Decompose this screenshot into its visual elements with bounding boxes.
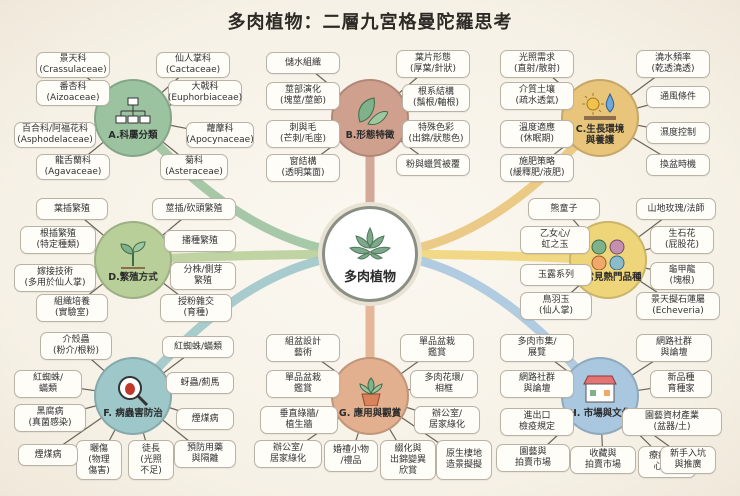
leaf-node: 龜甲龍 (塊根) [650, 262, 714, 290]
category-label: A.科屬分類 [108, 129, 158, 141]
leaf-node: 光照需求 (直射/散射) [500, 50, 574, 78]
leaf-node: 園藝資材產業 (盆器/土) [622, 408, 722, 436]
category-label: E.常見熱門品種 [574, 271, 642, 283]
category-label: F. 病蟲害防治 [103, 407, 163, 419]
leaf-node: 蘿藦科 (Apocynaceae) [186, 122, 254, 148]
leaf-node: 婚禮小物 /禮品 [324, 440, 378, 472]
leaf-node: 組織培養 (實驗室) [36, 294, 108, 322]
page-title: 多肉植物：二層九宮格曼陀羅思考 [227, 12, 513, 33]
potted-succulent-icon [359, 376, 383, 406]
leaf-node: 徒長 (光照 不足) [128, 440, 174, 480]
leaf-node: 新手入坑 與推廣 [660, 446, 716, 474]
sprout-icon [120, 240, 146, 269]
leaf-node: 粉與蠟質被覆 [396, 154, 470, 176]
leaf-node: 網路社群 與論壇 [500, 370, 574, 398]
category-f: F. 病蟲害防治 [94, 357, 172, 435]
leaf-node: 介殼蟲 (粉介/根粉) [40, 332, 112, 360]
category-label: H. 市場與文化 [568, 407, 632, 419]
category-label: G. 應用與觀賞 [338, 407, 402, 419]
sun-water-icon [582, 92, 616, 120]
category-c: C.生長環境 與養護 [561, 79, 639, 157]
leaf-node: 菊科 (Asteraceae) [160, 154, 228, 180]
leaf-node: 多肉市集/ 展覽 [500, 334, 574, 362]
leaf-node: 濕度控制 [646, 122, 710, 144]
leaf-node: 紅蜘蛛/ 蟎類 [14, 370, 82, 398]
leaf-node: 大戟科 (Euphorbiaceae) [168, 80, 242, 106]
leaf-node: 龍舌蘭科 (Agavaceae) [36, 154, 110, 180]
leaf-node: 窗結構 (透明葉面) [266, 154, 340, 182]
category-b: B.形態特徵 [331, 79, 409, 157]
center-node: 多肉植物 [322, 206, 418, 302]
leaf-node: 特殊色彩 (出錦/狀態色) [402, 120, 470, 148]
leaf-node: 黑腐病 (真菌感染) [14, 404, 86, 432]
leaf-node: 景天擬石蓮屬 (Echeveria) [636, 292, 720, 320]
leaf-node: 溫度適應 (休眠期) [500, 120, 574, 148]
bug-magnifier-icon [118, 375, 149, 406]
leaf-node: 山地玫瑰/法師 [636, 198, 716, 220]
leaf-node: 儲水組織 [266, 52, 340, 74]
leaf-node: 番杏科 (Aizoaceae) [36, 80, 110, 106]
center-label: 多肉植物 [343, 269, 396, 285]
leaf-node: 景天科 (Crassulaceae) [36, 52, 110, 78]
leaf-node: 網路社群 與論壇 [636, 334, 712, 362]
leaf-node: 百合科/阿福花科 (Asphodelaceae) [14, 122, 96, 148]
category-g: G. 應用與觀賞 [331, 357, 409, 435]
category-label: B.形態特徵 [345, 129, 395, 141]
leaf-node: 葉插繁殖 [36, 198, 108, 220]
leaf-node: 多肉花環/ 相框 [410, 370, 478, 398]
leaf-node: 播種繁殖 [164, 230, 236, 252]
leaf-node: 園藝與 拍賣市場 [496, 444, 570, 472]
leaf-node: 莖插/砍頭繁殖 [152, 198, 236, 220]
leaf-node: 乙女心/ 虹之玉 [520, 226, 590, 254]
leaf-node: 辦公室/ 居家綠化 [414, 406, 480, 434]
leaf-node: 分株/側芽 繁殖 [170, 262, 236, 290]
leaf-node: 施肥策略 (緩釋肥/液肥) [500, 154, 574, 182]
leaf-node: 生石花 (屁股花) [650, 226, 714, 254]
leaf-node: 預防用藥 與隔離 [174, 440, 236, 468]
leaf-node: 單品盆栽 鑑賞 [400, 334, 474, 362]
leaf-node: 綴化與 出錦變異 欣賞 [380, 440, 436, 480]
leaf-node: 澆水頻率 (乾透澆透) [636, 50, 710, 78]
leaf-node: 根系結構 (鬚根/軸根) [402, 84, 470, 112]
leaf-node: 新品種 育種家 [650, 370, 712, 398]
leaf-node: 原生棲地 造景擬擬 [436, 440, 492, 480]
category-d: D.繁殖方式 [94, 221, 172, 299]
leaf-node: 熊童子 [528, 198, 600, 220]
leaf-node: 紅蜘蛛/蟎類 [162, 336, 234, 358]
leaf-node: 垂直綠牆/ 植生牆 [260, 406, 338, 434]
leaf-node: 鳥羽玉 (仙人掌) [520, 292, 592, 320]
leaf-node: 單品盆栽 鑑賞 [266, 370, 340, 398]
leaf-node: 收藏與 拍賣市場 [570, 446, 636, 474]
leaf-node: 莖部演化 (塊莖/莖節) [266, 82, 340, 110]
leaf-node: 介質土壤 (疏水透氣) [500, 82, 574, 110]
leaf-node: 通風條件 [646, 86, 710, 108]
market-stall-icon [583, 375, 617, 402]
leaf-node: 曬傷 (物理 傷害) [76, 440, 122, 480]
leaf-node: 煙煤病 [18, 444, 78, 466]
leaf-node: 煙煤病 [176, 408, 234, 430]
succulent-rosette-icon [349, 226, 391, 259]
leaf-node: 授粉雜交 (育種) [160, 294, 232, 322]
category-label: D.繁殖方式 [108, 271, 158, 283]
leaf-node: 組盆設計 藝術 [266, 334, 340, 362]
thick-leaves-icon [358, 96, 388, 125]
leaf-node: 玉露系列 [520, 264, 592, 286]
leaf-node: 辦公室/ 居家綠化 [254, 440, 322, 468]
leaf-node: 蚜蟲/薊馬 [166, 372, 234, 394]
category-e: E.常見熱門品種 [569, 221, 647, 299]
leaf-node: 葉片形態 (厚葉/針狀) [396, 50, 470, 78]
leaf-node: 進出口 檢疫規定 [500, 408, 574, 436]
hierarchy-tree-icon [115, 97, 151, 123]
leaf-node: 嫁接技術 (多用於仙人掌) [14, 264, 96, 292]
category-label: C.生長環境 與養護 [575, 124, 625, 146]
leaf-node: 換盆時機 [646, 154, 710, 176]
leaf-node: 仙人掌科 (Cactaceae) [156, 52, 230, 78]
leaf-node: 根插繁殖 (特定種類) [20, 226, 96, 254]
leaf-node: 刺與毛 (芒刺/毛座) [266, 120, 340, 148]
succulent-varieties-icon [591, 239, 625, 270]
